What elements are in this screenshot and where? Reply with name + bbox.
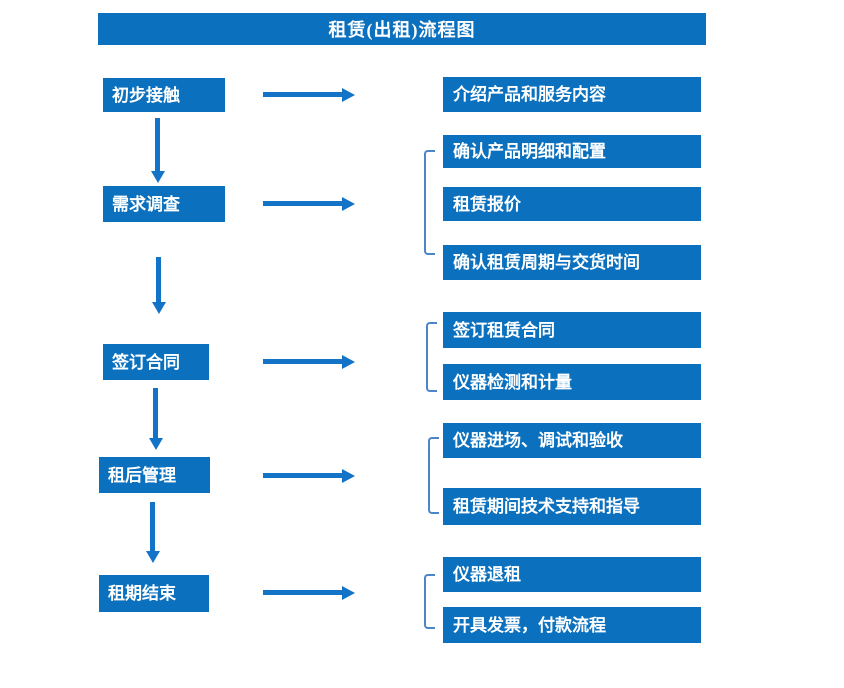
detail-label: 租赁报价 [453, 194, 521, 214]
right-arrow-icon [263, 585, 355, 600]
step-label: 租后管理 [108, 465, 176, 485]
detail-box-rental-tech-support: 租赁期间技术支持和指导 [443, 488, 701, 525]
step-label: 签订合同 [112, 352, 180, 372]
detail-label: 签订租赁合同 [453, 320, 555, 340]
detail-label: 开具发票，付款流程 [453, 615, 606, 635]
detail-box-instrument-arrival-acceptance: 仪器进场、调试和验收 [443, 423, 701, 458]
down-arrow-icon [151, 257, 166, 314]
down-arrow-icon [145, 502, 160, 563]
detail-box-rental-quotation: 租赁报价 [443, 187, 701, 221]
step-label: 租期结束 [108, 584, 176, 603]
detail-label: 确认产品明细和配置 [453, 142, 606, 161]
step-label: 初步接触 [112, 85, 180, 105]
bracket-icon-demand-survey-group [424, 150, 435, 255]
detail-box-sign-rental-contract: 签订租赁合同 [443, 312, 701, 348]
right-arrow-icon [263, 468, 355, 483]
step-box-post-rental-management: 租后管理 [99, 457, 210, 493]
right-arrow-icon [263, 87, 355, 102]
step-box-contract-signing: 签订合同 [103, 344, 209, 380]
detail-label: 仪器退租 [453, 565, 521, 584]
flowchart-title-bar: 租赁(出租)流程图 [98, 13, 706, 45]
detail-label: 仪器检测和计量 [453, 372, 572, 392]
detail-box-instrument-testing-calibration: 仪器检测和计量 [443, 364, 701, 400]
detail-box-confirm-product-details: 确认产品明细和配置 [443, 135, 701, 168]
flowchart-title: 租赁(出租)流程图 [328, 20, 476, 40]
right-arrow-icon [263, 196, 355, 211]
step-box-demand-survey: 需求调查 [103, 186, 225, 222]
down-arrow-icon [148, 388, 163, 450]
step-box-initial-contact: 初步接触 [103, 78, 225, 112]
detail-label: 确认租赁周期与交货时间 [453, 253, 640, 272]
detail-box-invoice-payment-process: 开具发票，付款流程 [443, 607, 701, 643]
bracket-icon-lease-end-group [424, 574, 435, 629]
detail-box-instrument-return: 仪器退租 [443, 557, 701, 592]
step-label: 需求调查 [112, 194, 180, 214]
bracket-icon-contract-group [426, 322, 437, 392]
detail-label: 介绍产品和服务内容 [453, 85, 606, 104]
detail-box-confirm-rental-period-delivery: 确认租赁周期与交货时间 [443, 245, 701, 280]
detail-label: 仪器进场、调试和验收 [453, 431, 623, 450]
step-box-lease-end: 租期结束 [99, 575, 209, 612]
detail-box-intro-products-services: 介绍产品和服务内容 [443, 77, 701, 112]
detail-label: 租赁期间技术支持和指导 [453, 497, 640, 516]
bracket-icon-management-group [428, 437, 439, 514]
right-arrow-icon [263, 354, 355, 369]
down-arrow-icon [150, 118, 165, 183]
